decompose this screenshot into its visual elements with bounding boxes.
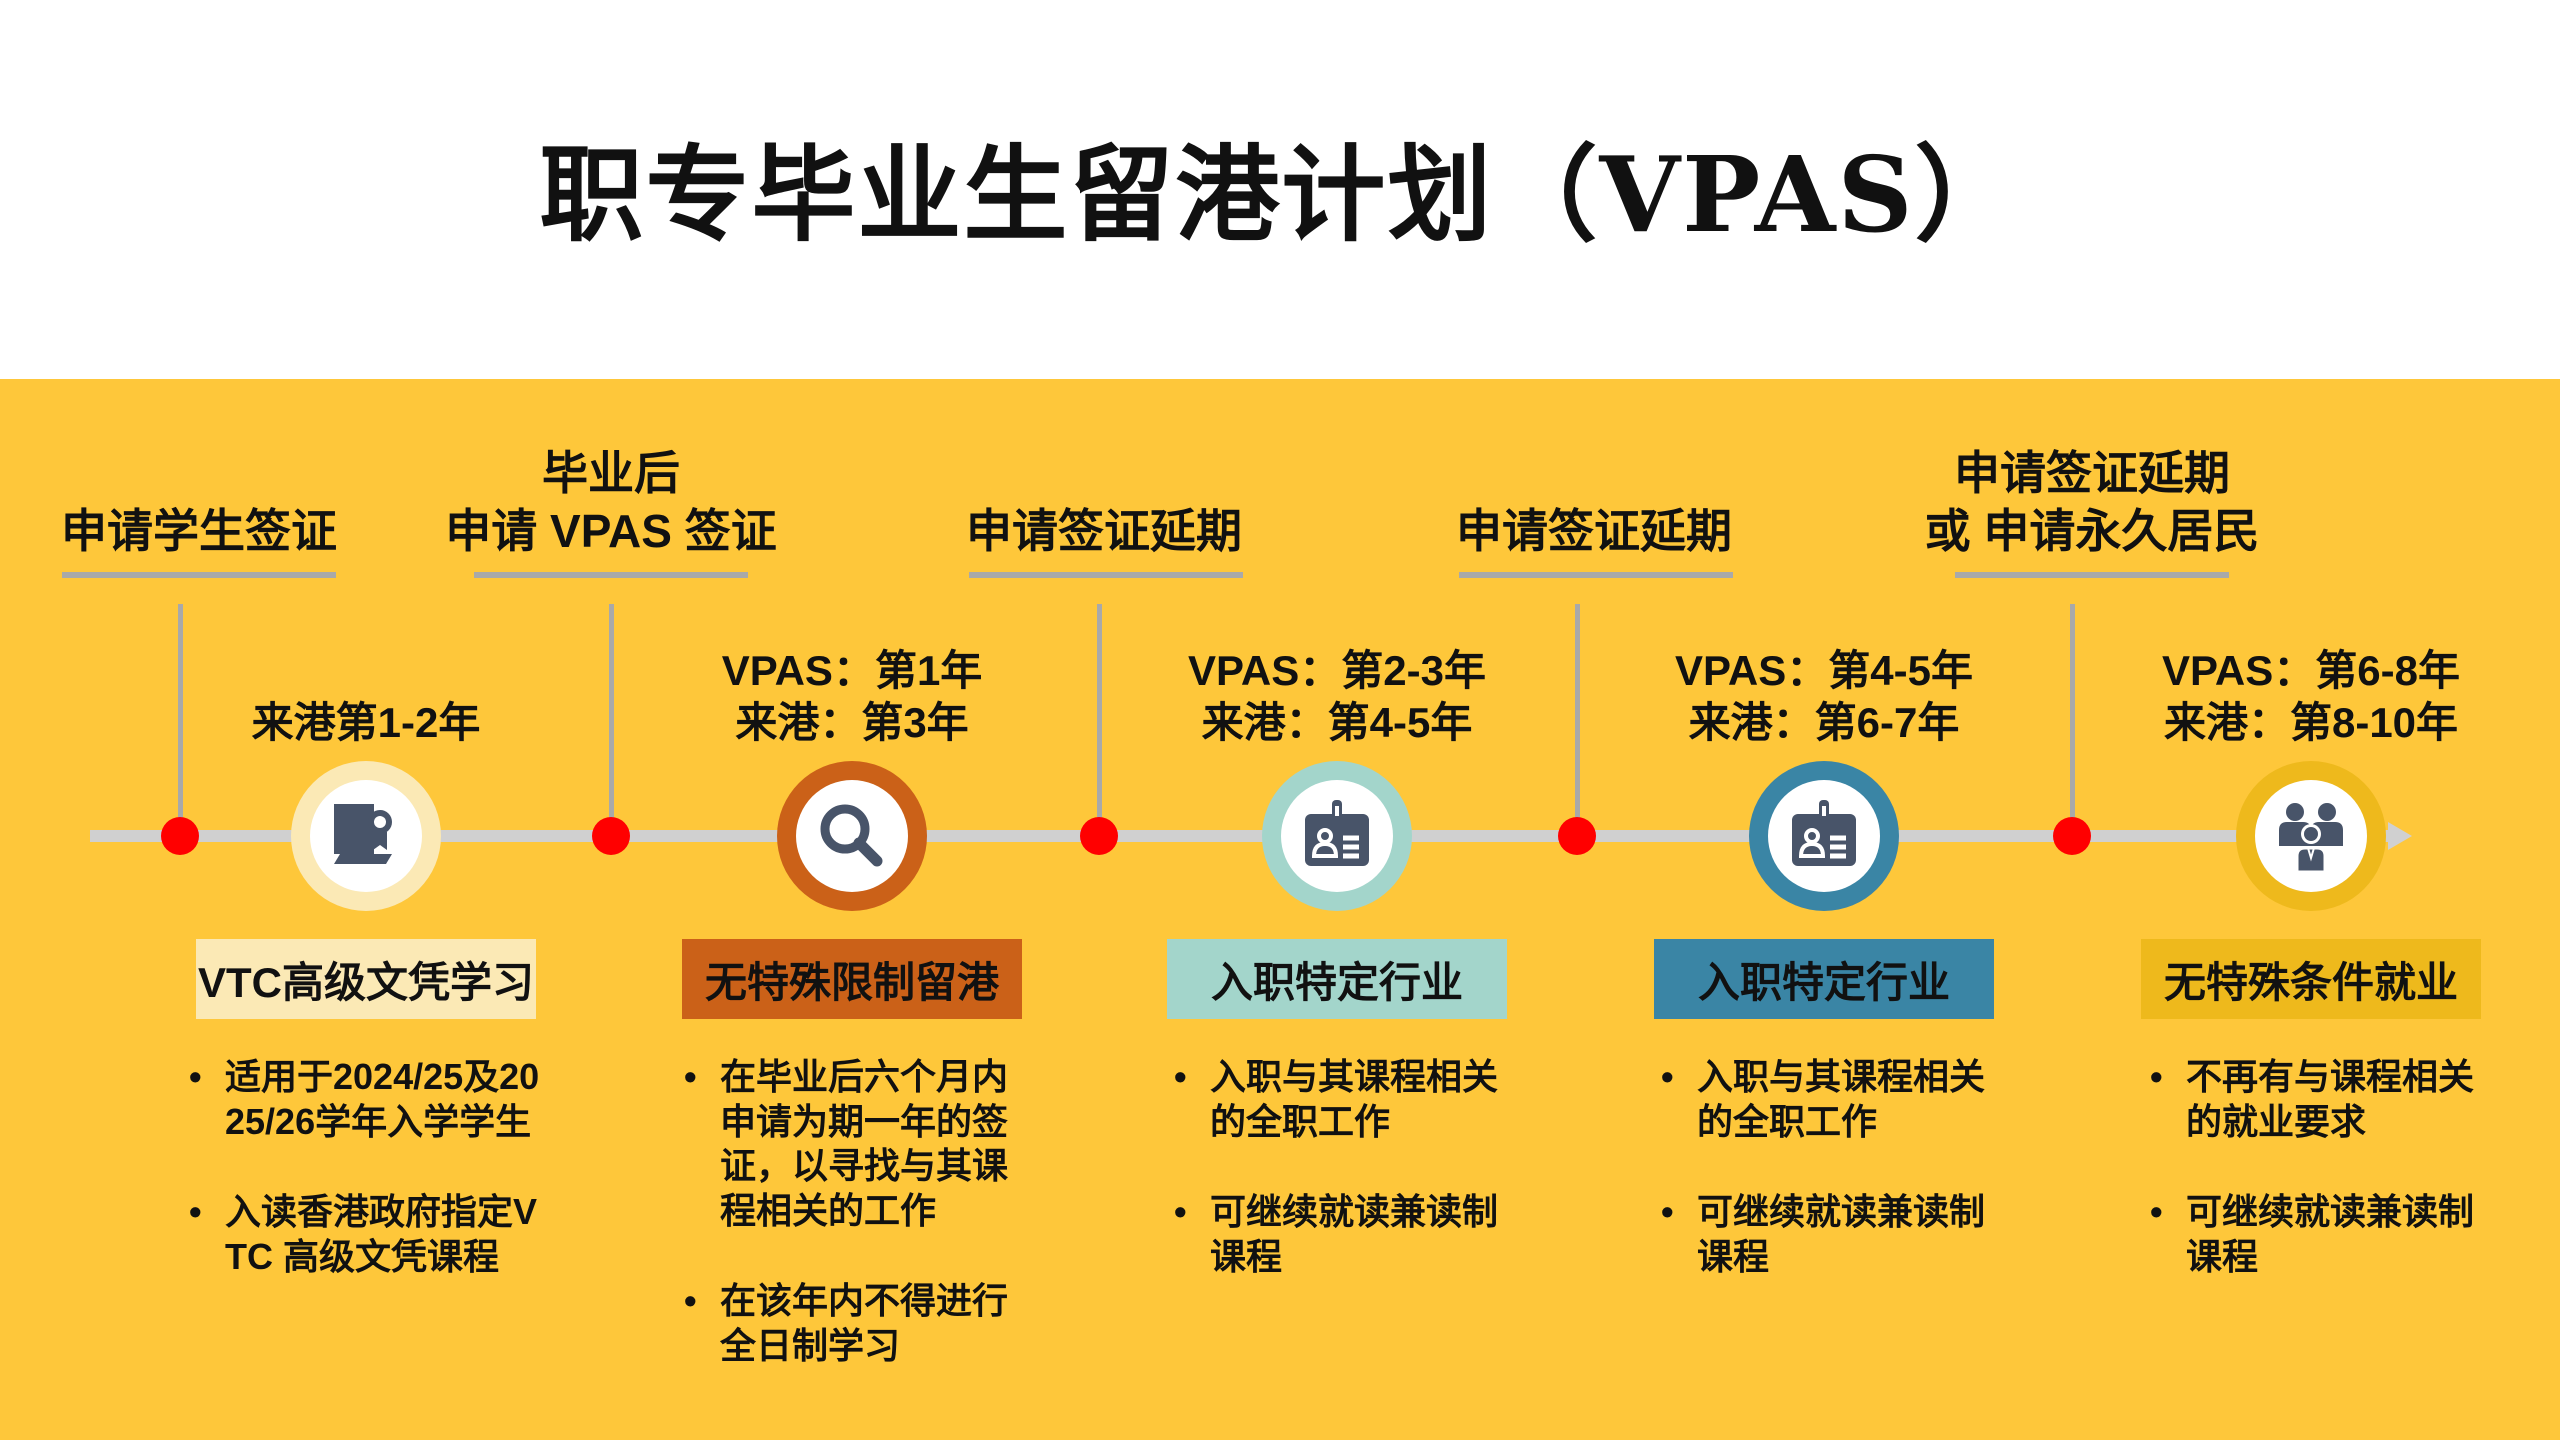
stage-icon-bg [310, 780, 422, 892]
stage-icon-ring [777, 761, 927, 911]
stage-category: 入职特定行业 [1167, 939, 1507, 1019]
period-line: 来港：第6-7年 [1688, 699, 1960, 746]
stage-period: 来港第1-2年 [156, 697, 576, 749]
milestone-label: 申请签证延期 [874, 502, 1334, 560]
bullet-item: 在该年内不得进行全日制学习 [684, 1279, 1040, 1368]
period-line: VPAS：第6-8年 [2162, 647, 2460, 694]
milestone-label: 申请学生签证 [0, 502, 429, 560]
stage-icon-ring [1749, 761, 1899, 911]
stage-bullets: 不再有与课程相关的就业要求 可继续就读兼读制课程 [2150, 1055, 2506, 1325]
milestone-label: 申请签证延期或 申请永久居民 [1862, 444, 2322, 560]
milestone-dot [592, 817, 630, 855]
bullet-item: 入职与其课程相关的全职工作 [1174, 1055, 1530, 1144]
bullet-item: 在毕业后六个月内申请为期一年的签证，以寻找与其课程相关的工作 [684, 1055, 1040, 1233]
page-title: 职专毕业生留港计划（VPAS） [539, 133, 2021, 256]
milestone-underline [969, 572, 1243, 578]
milestone-underline [62, 572, 336, 578]
stage-category: 无特殊限制留港 [682, 939, 1022, 1019]
milestone-label: 毕业后申请 VPAS 签证 [381, 444, 841, 560]
stage-period: VPAS：第2-3年来港：第4-5年 [1127, 645, 1547, 749]
milestone-line: 或 申请永久居民 [1924, 505, 2260, 557]
milestone-line: 申请签证延期 [966, 505, 1242, 557]
milestone-connector [1097, 604, 1102, 834]
milestone-line: 申请学生签证 [61, 505, 337, 557]
bullet-item: 适用于2024/25及2025/26学年入学学生 [189, 1055, 545, 1144]
milestone-underline [1459, 572, 1733, 578]
period-line: 来港：第8-10年 [2163, 699, 2459, 746]
milestone-underline [1955, 572, 2229, 578]
stage-icon-bg [1768, 780, 1880, 892]
period-line: VPAS：第4-5年 [1675, 647, 1973, 694]
milestone-connector [2070, 604, 2075, 834]
period-line: 来港：第3年 [735, 699, 969, 746]
stage-icon-ring [1262, 761, 1412, 911]
milestone-line: 申请 VPAS 签证 [445, 505, 777, 557]
milestone-dot [161, 817, 199, 855]
bullet-item: 可继续就读兼读制课程 [1174, 1190, 1530, 1279]
timeline-arrowhead [2388, 822, 2412, 850]
stage-bullets: 入职与其课程相关的全职工作 可继续就读兼读制课程 [1174, 1055, 1530, 1325]
milestone-dot [2053, 817, 2091, 855]
period-line: VPAS：第1年 [721, 647, 983, 694]
bullet-item: 不再有与课程相关的就业要求 [2150, 1055, 2506, 1144]
stage-icon-ring [291, 761, 441, 911]
bullet-item: 入读香港政府指定VTC 高级文凭课程 [189, 1190, 545, 1279]
certificate-book-icon [334, 804, 392, 864]
period-line: 来港第1-2年 [251, 699, 481, 746]
bullet-item: 可继续就读兼读制课程 [2150, 1190, 2506, 1279]
group-people-icon [2279, 803, 2343, 874]
milestone-label: 申请签证延期 [1364, 502, 1824, 560]
stage-bullets: 适用于2024/25及2025/26学年入学学生 入读香港政府指定VTC 高级文… [189, 1055, 545, 1325]
milestone-underline [474, 572, 748, 578]
stage-icon-bg [1281, 780, 1393, 892]
stage-period: VPAS：第6-8年来港：第8-10年 [2101, 645, 2521, 749]
milestone-dot [1080, 817, 1118, 855]
stage-icon-bg [2255, 780, 2367, 892]
id-badge-icon [1305, 800, 1369, 866]
milestone-line: 申请签证延期 [1456, 505, 1732, 557]
stage-bullets: 入职与其课程相关的全职工作 可继续就读兼读制课程 [1661, 1055, 2017, 1325]
stage-category: VTC高级文凭学习 [196, 939, 536, 1019]
bullet-item: 可继续就读兼读制课程 [1661, 1190, 2017, 1279]
milestone-dot [1558, 817, 1596, 855]
stage-period: VPAS：第4-5年来港：第6-7年 [1614, 645, 2034, 749]
milestone-line: 毕业后 [542, 447, 680, 499]
stage-icon-bg [796, 780, 908, 892]
milestone-connector [609, 604, 614, 834]
period-line: VPAS：第2-3年 [1188, 647, 1486, 694]
id-badge-icon [1792, 800, 1856, 866]
period-line: 来港：第4-5年 [1201, 699, 1473, 746]
stage-period: VPAS：第1年来港：第3年 [642, 645, 1062, 749]
stage-category: 入职特定行业 [1654, 939, 1994, 1019]
bullet-item: 入职与其课程相关的全职工作 [1661, 1055, 2017, 1144]
stage-icon-ring [2236, 761, 2386, 911]
magnifier-icon [820, 804, 883, 867]
milestone-connector [178, 604, 183, 834]
stage-bullets: 在毕业后六个月内申请为期一年的签证，以寻找与其课程相关的工作 在该年内不得进行全… [684, 1055, 1040, 1415]
milestone-connector [1575, 604, 1580, 834]
milestone-line: 申请签证延期 [1954, 447, 2230, 499]
stage-category: 无特殊条件就业 [2141, 939, 2481, 1019]
